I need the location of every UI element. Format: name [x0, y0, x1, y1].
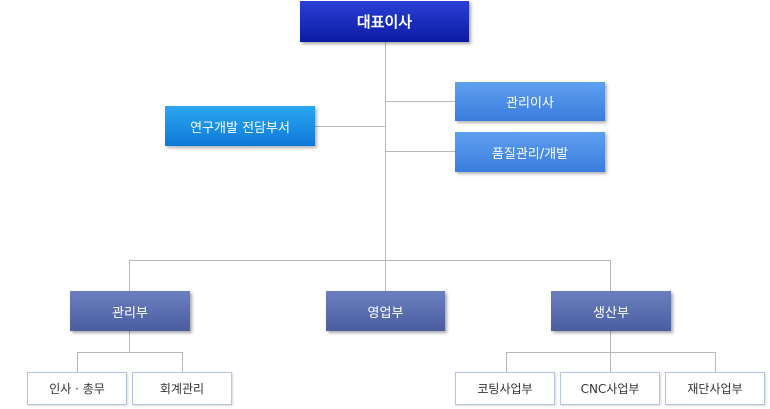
connector-executive-1 [385, 101, 455, 102]
executive-director-box: 관리이사 [455, 82, 605, 121]
connector-team-accounting [182, 352, 183, 372]
connector-management-horizontal [77, 352, 183, 353]
connector-production-vertical [610, 331, 611, 353]
management-department-box: 관리부 [70, 291, 190, 331]
accounting-box: 회계관리 [132, 372, 232, 405]
connector-team-hr [77, 352, 78, 372]
production-department-box: 생산부 [551, 291, 671, 331]
connector-team-cnc [610, 352, 611, 372]
cutting-division-box: 재단사업부 [665, 372, 765, 405]
connector-dept-production [610, 260, 611, 291]
connector-dept-management [129, 260, 130, 291]
connector-dept-sales [385, 260, 386, 291]
connector-team-coating [506, 352, 507, 372]
connector-production-horizontal [506, 352, 716, 353]
connector-rnd [315, 126, 386, 127]
rnd-department-box: 연구개발 전담부서 [165, 106, 315, 146]
coating-division-box: 코팅사업부 [455, 372, 555, 405]
quality-development-box: 품질관리/개발 [455, 132, 605, 172]
connector-team-cutting [715, 352, 716, 372]
cnc-division-box: CNC사업부 [560, 372, 660, 405]
connector-executive-2 [385, 151, 455, 152]
connector-departments-horizontal [129, 260, 611, 261]
ceo-box: 대표이사 [300, 1, 469, 42]
hr-general-affairs-box: 인사 · 총무 [27, 372, 127, 405]
connector-management-vertical [129, 331, 130, 353]
sales-department-box: 영업부 [326, 291, 445, 331]
